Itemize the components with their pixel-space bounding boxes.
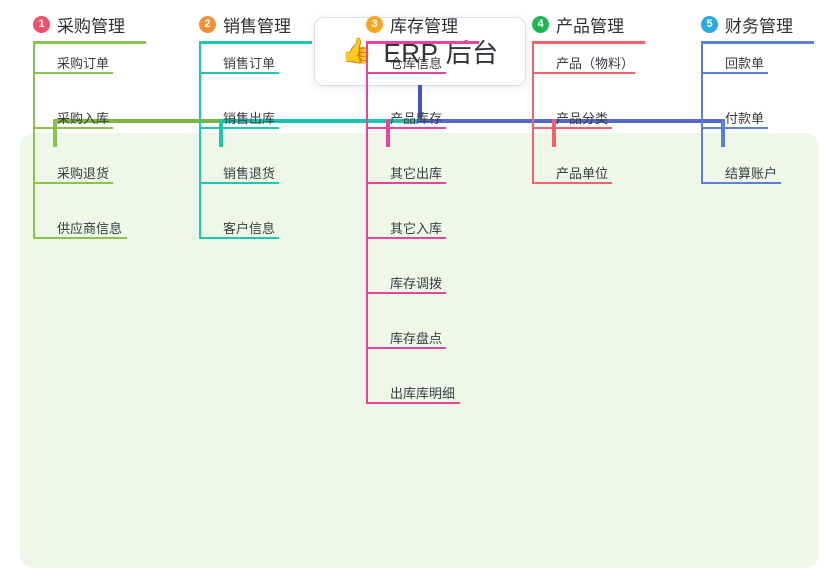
branch-header-rule xyxy=(701,41,814,44)
branch-item-label: 产品分类 xyxy=(556,111,609,126)
branch-item-label: 采购入库 xyxy=(57,111,110,126)
branch-item-rule xyxy=(703,127,768,129)
branch-header-5[interactable]: 5 财务管理 xyxy=(701,12,793,37)
branch-item-label: 其它出库 xyxy=(390,166,443,181)
branch-header-rule xyxy=(33,41,146,44)
branch-spine xyxy=(33,41,35,239)
branch-item-label: 其它入库 xyxy=(390,221,443,236)
branch-item-rule xyxy=(368,237,446,239)
branch-item-rule xyxy=(35,72,113,74)
branch-number-badge: 5 xyxy=(701,16,718,33)
branch-title: 产品管理 xyxy=(556,17,624,36)
bus-segment-right xyxy=(418,119,725,123)
branch-drop-line-5 xyxy=(721,119,725,147)
branch-item-label: 客户信息 xyxy=(223,221,276,236)
branch-spine xyxy=(532,41,534,184)
bus-segment-left xyxy=(55,119,221,123)
branch-title: 采购管理 xyxy=(57,17,125,36)
branch-header-2[interactable]: 2 销售管理 xyxy=(199,12,291,37)
root-stem-line xyxy=(418,85,422,123)
branch-item-rule xyxy=(534,72,635,74)
branch-item-label: 回款单 xyxy=(725,56,765,71)
branch-item-rule xyxy=(35,182,113,184)
branch-item-label: 库存盘点 xyxy=(390,331,443,346)
branch-item-rule xyxy=(368,182,446,184)
branch-item-label: 仓库信息 xyxy=(390,56,443,71)
branch-item-rule xyxy=(368,127,446,129)
branch-item-label: 库存调拨 xyxy=(390,276,443,291)
branch-item-label: 产品单位 xyxy=(556,166,609,181)
branches-panel xyxy=(20,133,819,568)
branch-item-rule xyxy=(534,127,612,129)
branch-drop-line-3 xyxy=(386,119,390,147)
branch-item-rule xyxy=(368,347,446,349)
branch-item-rule xyxy=(201,237,279,239)
branch-item-label: 采购订单 xyxy=(57,56,110,71)
branch-item-label: 产品（物料） xyxy=(556,56,635,71)
branch-spine xyxy=(701,41,703,184)
branch-item-rule xyxy=(368,402,460,404)
branch-item-label: 结算账户 xyxy=(725,166,778,181)
branch-title: 库存管理 xyxy=(390,17,458,36)
branch-header-rule xyxy=(532,41,645,44)
branch-item-rule xyxy=(703,72,768,74)
branch-item-rule xyxy=(534,182,612,184)
branch-item-label: 出库库明细 xyxy=(390,386,456,401)
branch-header-rule xyxy=(199,41,312,44)
bus-segment-mid xyxy=(221,119,420,123)
branch-item-rule xyxy=(201,127,279,129)
branch-drop-line-1 xyxy=(53,119,57,147)
branch-item-rule xyxy=(368,292,446,294)
branch-number-badge: 1 xyxy=(33,16,50,33)
branch-drop-line-2 xyxy=(219,119,223,147)
branch-item-label: 产品库存 xyxy=(390,111,443,126)
branch-item-label: 销售退货 xyxy=(223,166,276,181)
branch-item-label: 销售订单 xyxy=(223,56,276,71)
branch-item-label: 采购退货 xyxy=(57,166,110,181)
branch-title: 销售管理 xyxy=(223,17,291,36)
branch-header-1[interactable]: 1 采购管理 xyxy=(33,12,125,37)
branch-spine xyxy=(366,41,368,404)
branch-header-rule xyxy=(366,41,479,44)
branch-item-rule xyxy=(35,127,113,129)
branch-drop-line-4 xyxy=(552,119,556,147)
branch-item-label: 销售出库 xyxy=(223,111,276,126)
branch-number-badge: 2 xyxy=(199,16,216,33)
branch-header-3[interactable]: 3 库存管理 xyxy=(366,12,458,37)
branch-title: 财务管理 xyxy=(725,17,793,36)
branch-item-rule xyxy=(368,72,446,74)
branch-spine xyxy=(199,41,201,239)
branch-item-rule xyxy=(201,72,279,74)
branch-item-rule xyxy=(703,182,781,184)
branch-item-label: 供应商信息 xyxy=(57,221,123,236)
branch-header-4[interactable]: 4 产品管理 xyxy=(532,12,624,37)
branch-number-badge: 3 xyxy=(366,16,383,33)
branch-item-rule xyxy=(201,182,279,184)
branch-number-badge: 4 xyxy=(532,16,549,33)
branch-item-rule xyxy=(35,237,127,239)
branch-item-label: 付款单 xyxy=(725,111,765,126)
